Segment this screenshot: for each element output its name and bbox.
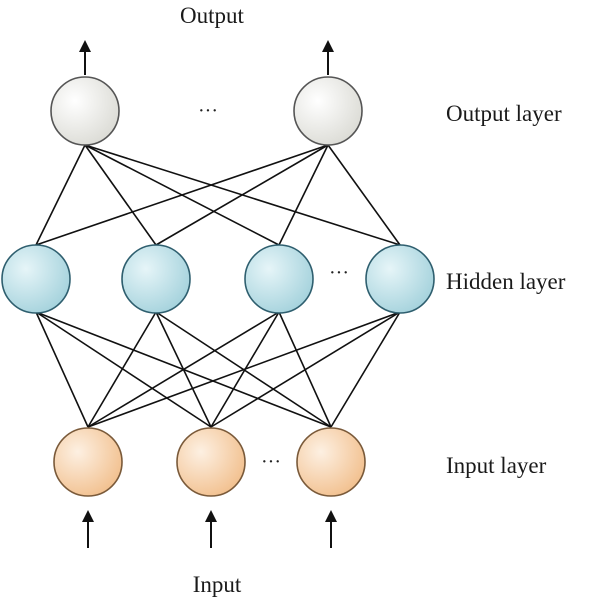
- edges-hidden-to-output: [35, 144, 401, 246]
- edge: [87, 311, 157, 428]
- input-node: [53, 427, 123, 497]
- edge: [210, 311, 401, 428]
- edges-input-to-hidden: [35, 311, 401, 428]
- hidden-node: [365, 244, 435, 314]
- output-node: [50, 76, 120, 146]
- output-arrows: [79, 40, 334, 75]
- hidden-node: [244, 244, 314, 314]
- input-node: [176, 427, 246, 497]
- output-label: Output: [180, 3, 245, 28]
- edge: [87, 311, 280, 428]
- hidden-layer: [1, 244, 435, 314]
- output-node: [293, 76, 363, 146]
- input-layer: [53, 427, 366, 497]
- edge: [35, 311, 89, 428]
- edge: [35, 144, 329, 246]
- edge: [330, 311, 401, 428]
- hidden-layer-ellipsis: ···: [329, 262, 349, 284]
- input-layer-ellipsis: ···: [261, 451, 281, 473]
- output-layer-ellipsis: ···: [198, 100, 218, 122]
- input-arrows: [82, 510, 337, 548]
- edge: [35, 144, 86, 246]
- edge: [155, 144, 329, 246]
- edge: [84, 144, 157, 246]
- output-layer-label: Output layer: [446, 101, 562, 126]
- hidden-node: [121, 244, 191, 314]
- input-layer-label: Input layer: [446, 453, 547, 478]
- edge: [87, 311, 401, 428]
- edge: [35, 311, 212, 428]
- output-layer: [50, 76, 363, 146]
- input-label: Input: [193, 572, 242, 597]
- hidden-node: [1, 244, 71, 314]
- edge: [278, 144, 329, 246]
- edge: [327, 144, 401, 246]
- hidden-layer-label: Hidden layer: [446, 269, 566, 294]
- input-node: [296, 427, 366, 497]
